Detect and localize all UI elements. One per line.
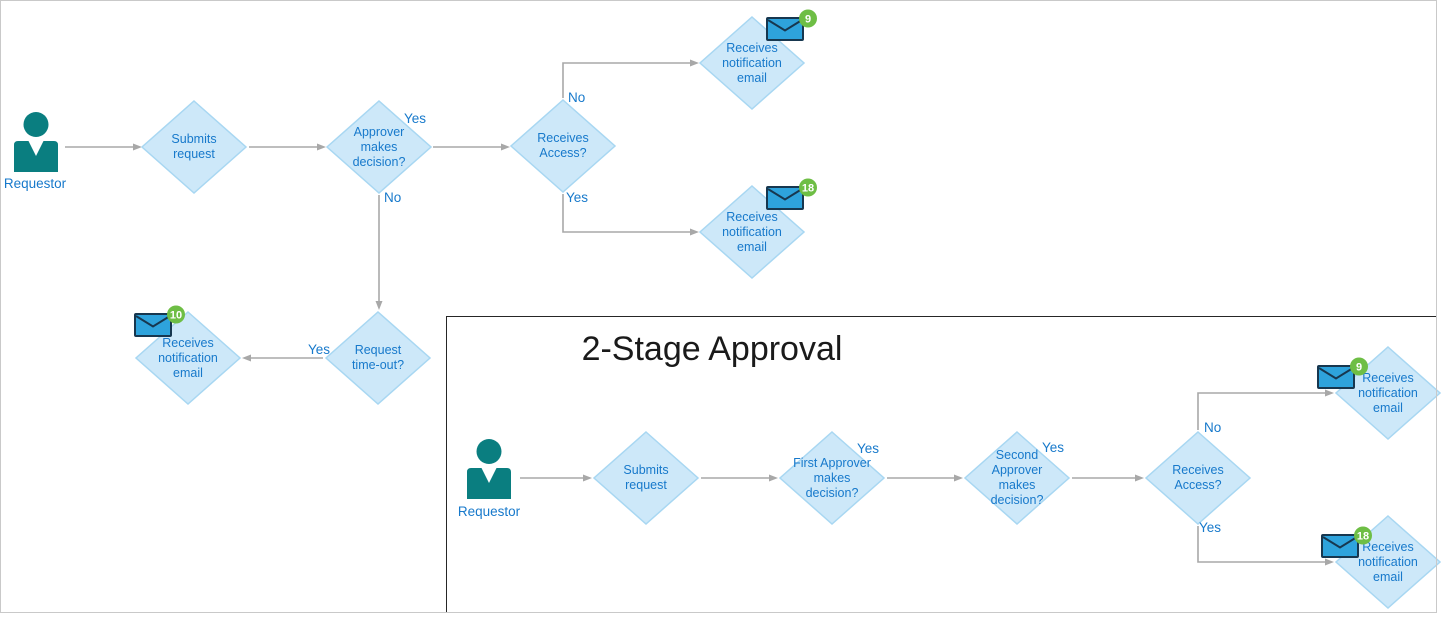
edge-label-access-no: No (568, 90, 586, 105)
node-label: Approver makes decision? (352, 124, 406, 169)
node-label: Receives notification email (1358, 370, 1418, 415)
node-label: Submits request (171, 132, 217, 161)
flow2-second-approver-node: Second Approver makes decision? (964, 431, 1070, 525)
email-notification-icon: 9 (766, 9, 817, 41)
node-label: Second Approver makes decision? (990, 448, 1044, 507)
flow1-request-timeout-node: Request time-out? (325, 311, 431, 405)
node-label: Receives notification email (722, 209, 782, 254)
edge-label-access-yes: Yes (1199, 520, 1222, 535)
edge-label-access-yes: Yes (566, 190, 589, 205)
edge-label-second-approver-yes: Yes (1042, 440, 1065, 455)
flow1-submits-request-node: Submits request (141, 100, 247, 194)
node-label: Receives notification email (158, 335, 218, 380)
node-label: First Approver makes decision? (793, 455, 871, 500)
email-count-badge: 10 (170, 310, 182, 322)
two-stage-approval-title: 2-Stage Approval (581, 330, 843, 368)
email-count-badge: 18 (1357, 531, 1369, 543)
edge-label-approver-yes: Yes (404, 111, 427, 126)
edge-label-access-no: No (1204, 420, 1222, 435)
email-notification-icon: 18 (1321, 526, 1372, 558)
two-stage-approval-panel (446, 316, 1437, 613)
email-notification-icon: 10 (134, 305, 185, 337)
node-label: Receives Access? (537, 131, 589, 160)
person-icon (14, 112, 58, 172)
flow1-approver-decision-node: Approver makes decision? (326, 100, 432, 194)
flow2-first-approver-node: First Approver makes decision? (779, 431, 885, 525)
email-count-badge: 18 (802, 183, 814, 195)
node-label: Receives Access? (1172, 463, 1224, 492)
email-notification-icon: 9 (1317, 357, 1368, 389)
flow1-receives-access-node: Receives Access? (510, 99, 616, 193)
email-notification-icon: 18 (766, 178, 817, 210)
flow2-receives-access-node: Receives Access? (1145, 431, 1251, 525)
email-count-badge: 9 (1356, 362, 1362, 374)
edge-label-approver-no: No (384, 190, 402, 205)
edge-label-first-approver-yes: Yes (857, 441, 880, 456)
node-label: Submits request (623, 463, 669, 492)
requestor-label: Requestor (457, 504, 521, 519)
flow2-submits-request-node: Submits request (593, 431, 699, 525)
edge-label-timeout-yes: Yes (308, 342, 331, 357)
node-label: Receives notification email (722, 40, 782, 85)
node-label: Request time-out? (351, 343, 405, 372)
email-count-badge: 9 (805, 14, 811, 26)
requestor-label: Requestor (3, 176, 67, 191)
person-icon (467, 439, 511, 499)
node-label: Receives notification email (1358, 539, 1418, 584)
